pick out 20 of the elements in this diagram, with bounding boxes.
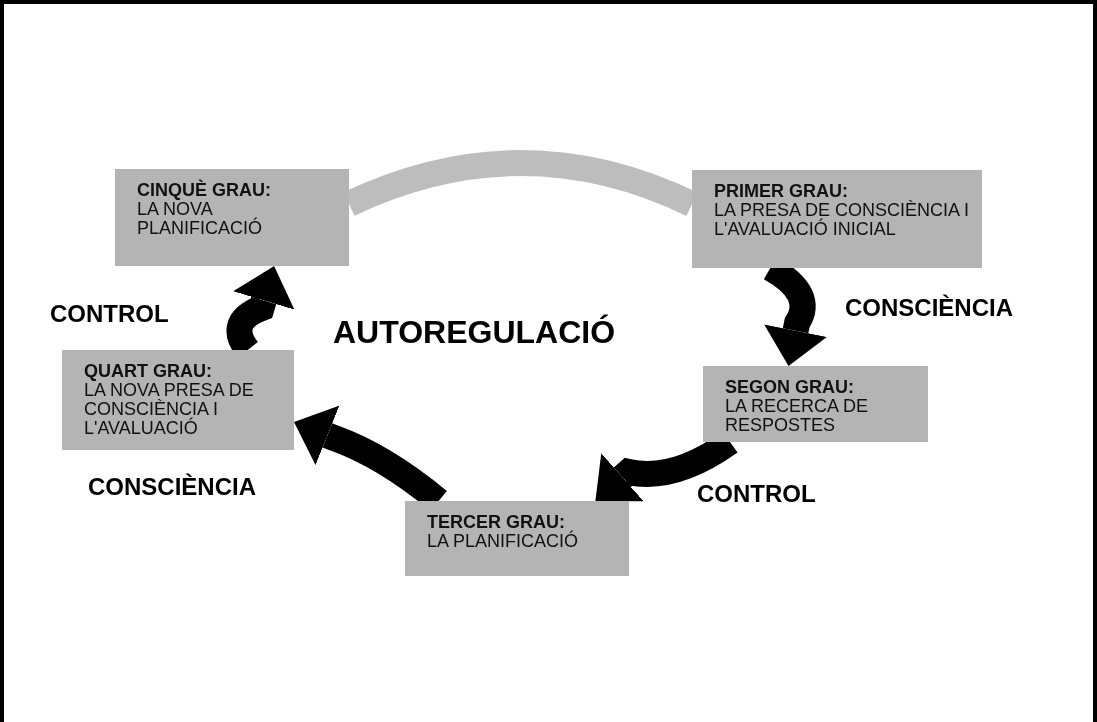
stage-title: TERCER GRAU: [427,513,565,532]
stage-box [62,350,294,450]
phase-label: CONTROL [697,480,816,508]
stage-description: LA PRESA DE CONSCIÈNCIA I L'AVALUACIÓ INICIAL [714,201,971,239]
center-title: AUTOREGULACIÓ [333,314,616,351]
stage-title: CINQUÈ GRAU: [137,181,272,200]
stage-description: LA PLANIFICACIÓ [427,532,580,551]
stage-box [692,170,982,268]
phase-label: CONSCIÈNCIA [845,294,1013,322]
stage-box [405,501,629,576]
stage-description: LA RECERCA DE RESPOSTES [725,397,870,435]
stage-box [115,169,349,266]
stage-description: LA NOVA PRESA DE CONSCIÈNCIA I L'AVALUACIÓ [84,381,255,438]
phase-label: CONSCIÈNCIA [88,473,256,501]
phase-label: CONTROL [50,300,169,328]
stage-title: SEGON GRAU: [725,378,855,397]
stage-title: PRIMER GRAU: [714,182,848,201]
stage-description: LA NOVA PLANIFICACIÓ [137,200,264,238]
stage-title: QUART GRAU: [84,362,213,381]
stage-box [703,366,928,442]
